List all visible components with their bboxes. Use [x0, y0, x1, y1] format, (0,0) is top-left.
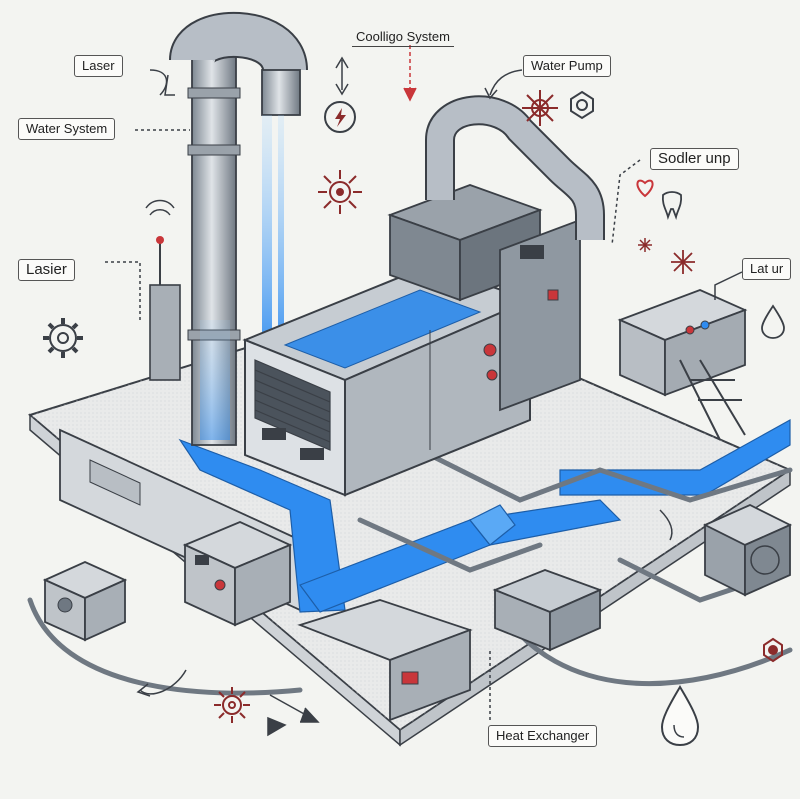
arch-pipe	[425, 95, 605, 240]
label-cooling-system: Coolligo System	[352, 28, 454, 47]
water-drop-icon	[761, 304, 785, 339]
gear-icon	[570, 90, 594, 120]
label-laser-left: Lasier	[18, 259, 75, 281]
gear-icon	[214, 687, 250, 723]
heart-icon	[636, 179, 654, 198]
label-heat-exchanger: Heat Exchanger	[488, 725, 598, 747]
label-lat-ur: Lat ur	[742, 258, 792, 280]
water-drop-icon	[660, 685, 700, 747]
snowflake-icon	[522, 90, 558, 126]
lightning-icon	[324, 101, 356, 133]
label-water-system: Water System	[18, 118, 116, 140]
label-laser-top: Laser	[74, 55, 123, 77]
left-control-panel	[182, 521, 293, 627]
tooth-icon	[661, 191, 683, 221]
leader-lines	[105, 45, 743, 737]
rear-pump-tower	[387, 184, 581, 412]
gear-icon	[763, 637, 783, 663]
right-fan-box	[702, 504, 793, 597]
heat-exchanger-unit	[297, 569, 603, 722]
sun-gear-icon	[318, 170, 362, 214]
label-sodler-unp: Sodler unp	[650, 148, 739, 170]
small-cooling-cube	[42, 561, 128, 642]
gear-icon	[43, 318, 83, 358]
right-control-station	[617, 289, 748, 441]
antenna-tower	[145, 199, 181, 381]
snowflake-icon	[671, 250, 695, 274]
label-water-pump: Water Pump	[523, 55, 611, 77]
snowflake-icon	[638, 238, 652, 252]
